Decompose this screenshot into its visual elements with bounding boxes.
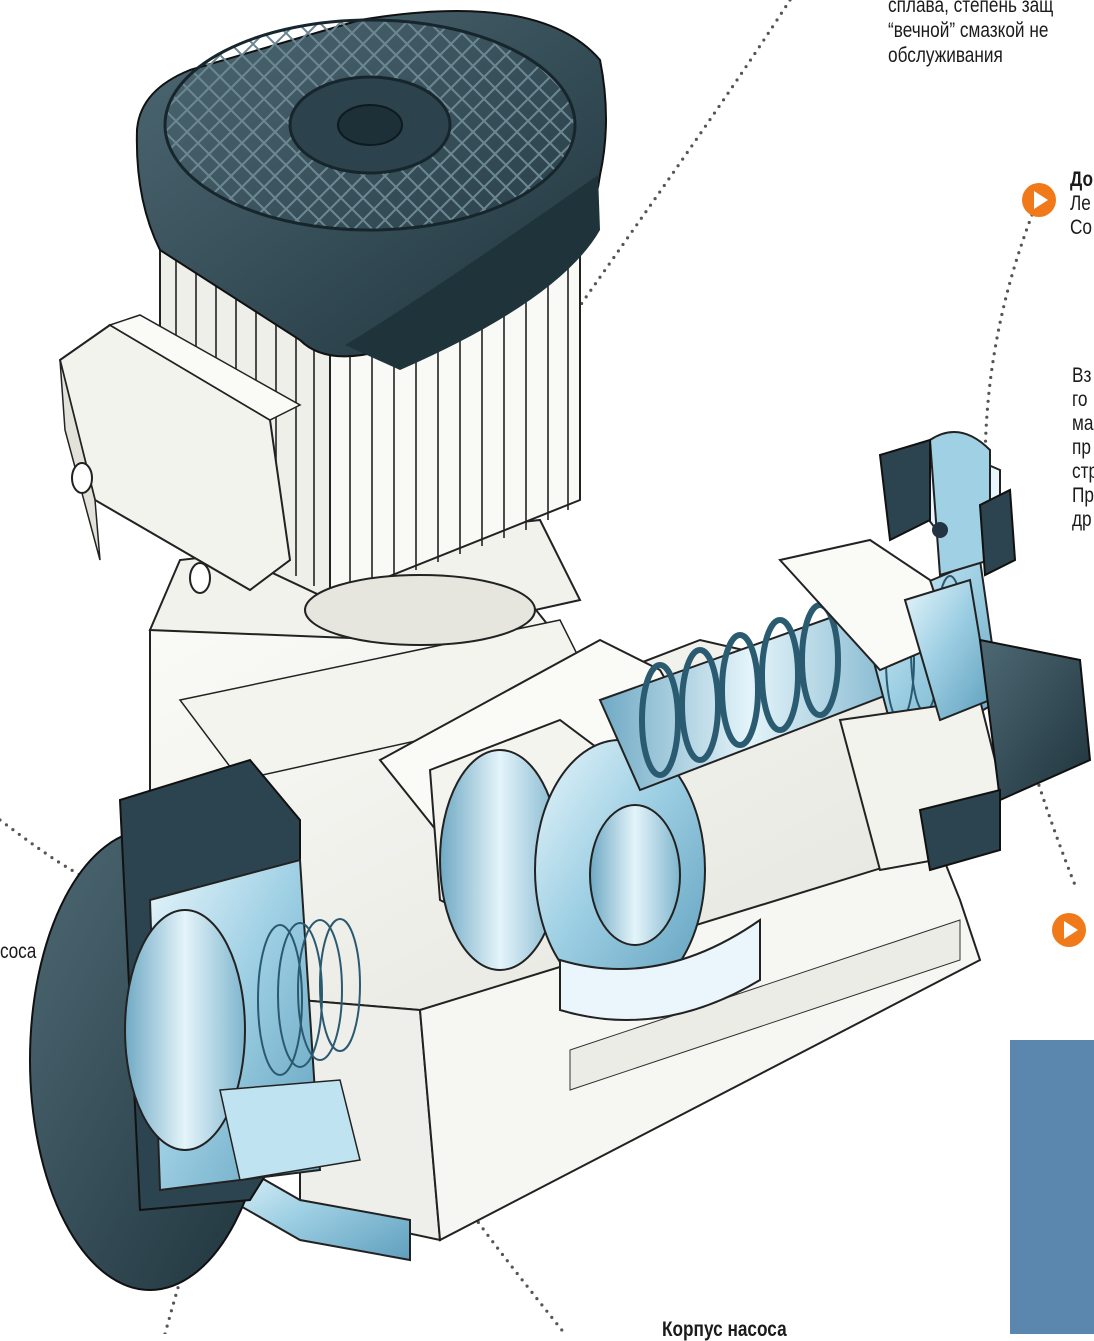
leader-line-right	[1032, 768, 1077, 887]
dosing-head-right	[878, 431, 1092, 872]
left-callout-label: coca	[0, 940, 37, 963]
valve-body-line-7: др	[1072, 508, 1092, 531]
valve-callout-line-1: Ле	[1070, 192, 1091, 215]
leader-line-motor	[493, 0, 792, 432]
valve-body-line-5: стр	[1072, 460, 1094, 483]
motor-callout-line-3: обслуживания	[888, 44, 1003, 67]
leader-line-left	[0, 818, 117, 892]
motor-callout-line-1: сплава, степень защ	[888, 0, 1054, 17]
leader-line-valve	[983, 213, 1034, 472]
valve-body-line-4: пр	[1072, 436, 1091, 459]
leader-line-bottom	[453, 1188, 567, 1336]
eccentric-drive	[428, 718, 761, 1021]
valve-body-line-2: го	[1072, 388, 1088, 411]
valve-body-line-6: Пр	[1072, 484, 1094, 507]
valve-callout-line-2: Со	[1070, 216, 1093, 239]
pump-housing-label: Корпус насоса	[662, 1318, 787, 1341]
valve-body-line-1: Вз	[1072, 364, 1092, 387]
dosing-head-left	[29, 758, 361, 1291]
blue-side-panel	[1010, 1040, 1094, 1334]
motor-fan-cover	[135, 10, 607, 370]
motor-callout-line-2: “вечной” смазкой не	[888, 19, 1049, 42]
valve-body-line-3: ма	[1072, 412, 1094, 435]
valve-callout-title: До	[1070, 168, 1093, 191]
play-marker-icon[interactable]	[1022, 183, 1056, 217]
play-marker-icon-lower[interactable]	[1052, 913, 1086, 947]
terminal-box	[58, 314, 302, 594]
